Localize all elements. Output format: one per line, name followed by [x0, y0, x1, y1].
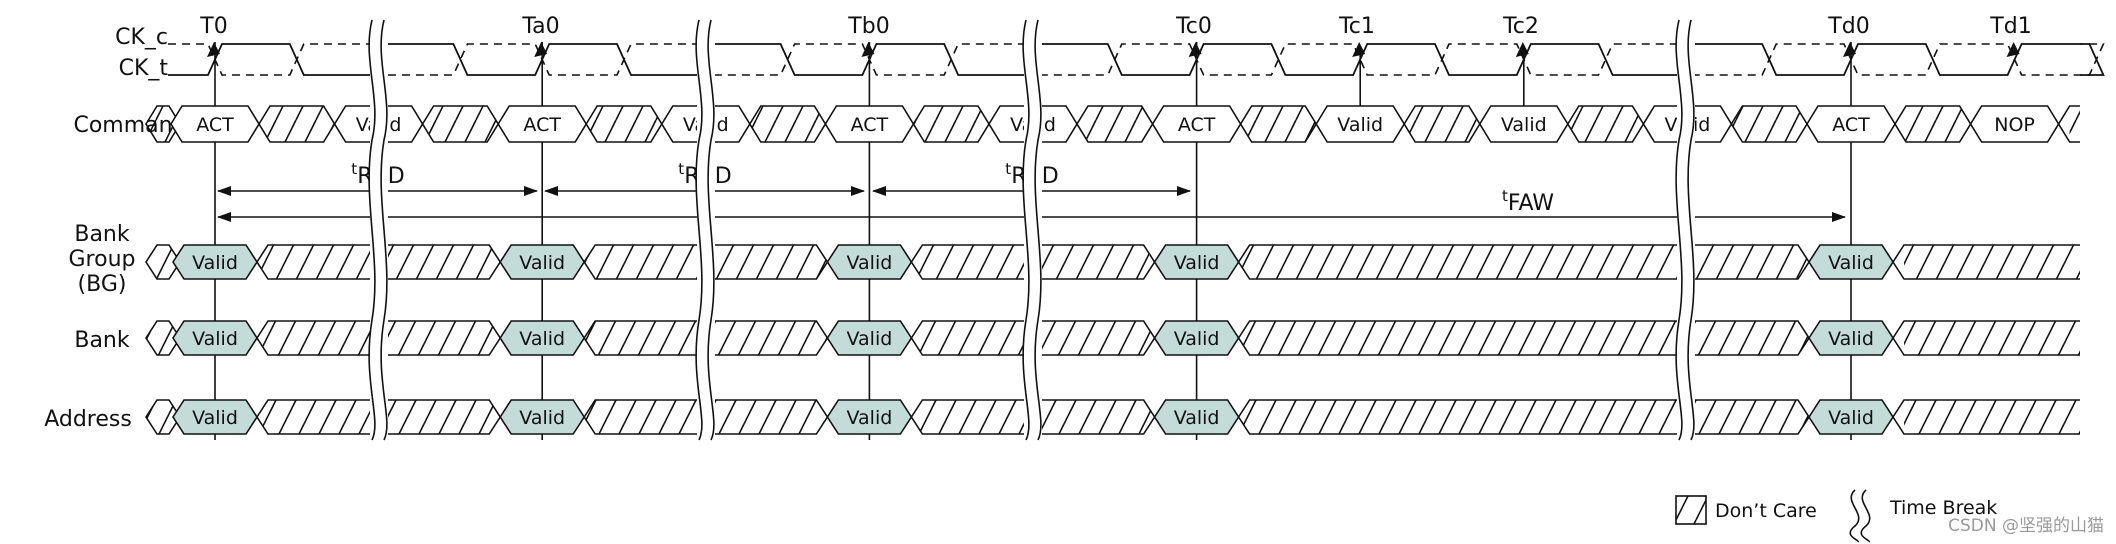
label-bank: Bank: [74, 328, 130, 353]
time-label-td0: Td0: [1827, 14, 1869, 39]
clock-edge-arrow-icon: [1843, 42, 1856, 57]
cell-label: Valid: [1174, 407, 1220, 429]
bank-group-bus: Valid Valid Valid Valid Valid: [145, 244, 2080, 280]
svg-text:tFAW: tFAW: [1502, 187, 1554, 216]
time-label-tc0: Tc0: [1175, 14, 1212, 39]
cell-label: Valid: [192, 328, 238, 350]
clock-edge-arrow-icon: [1188, 42, 1202, 57]
cell-label: ACT: [1178, 114, 1216, 136]
dont-care-cell: [1237, 399, 1810, 435]
label-ck-t: CK_t: [119, 56, 169, 81]
label-ck-c: CK_c: [115, 25, 168, 50]
label-address: Address: [44, 407, 132, 432]
cell-label: Valid: [1828, 252, 1874, 274]
legend: Don’t Care Time Break: [1675, 489, 1997, 543]
cell-label: Valid: [1174, 252, 1220, 274]
cell-label: ACT: [851, 114, 889, 136]
cell-label: ACT: [523, 114, 561, 136]
command-bus: ACTValidACTValidACTValidACTValidValidVal…: [145, 105, 2080, 143]
dont-care-cell: [421, 105, 500, 143]
dont-care-cell: [1237, 320, 1810, 356]
time-break-icon: [368, 19, 388, 441]
watermark: CSDN @坚强的山猫: [1948, 516, 2104, 536]
legend-time-break: Time Break: [1889, 497, 1997, 519]
cell-label: Valid: [847, 407, 893, 429]
time-label-t0: T0: [199, 14, 227, 39]
dont-care-cell: [748, 105, 827, 143]
clock-edge-arrow-icon: [207, 42, 220, 57]
time-break-icon: [1849, 489, 1871, 543]
cell-label: Valid: [1501, 114, 1547, 136]
cell-label: Valid: [1828, 328, 1874, 350]
dont-care-cell: [1239, 105, 1318, 143]
clock-edge-arrow-icon: [2006, 42, 2020, 57]
dont-care-cell: [1730, 105, 1808, 143]
dont-care-cell: [1076, 105, 1154, 143]
dont-care-cell: [585, 105, 663, 143]
trrd-1-prefix: t: [351, 160, 357, 178]
cell-label: Valid: [192, 407, 238, 429]
cell-label: Valid: [192, 252, 238, 274]
clock-edge-arrow-icon: [1515, 42, 1529, 57]
dont-care-cell: [1566, 105, 1645, 143]
dont-care-cell: [912, 105, 990, 143]
time-breaks: [368, 19, 1695, 441]
cell-label: Valid: [519, 407, 565, 429]
clock-waveforms: [168, 42, 2105, 76]
cell-label: Valid: [519, 328, 565, 350]
label-bank-group-3: (BG): [78, 272, 127, 297]
cell-label: Valid: [847, 328, 893, 350]
clock-edge-arrow-icon: [1352, 42, 1366, 57]
time-break-icon: [1022, 19, 1042, 441]
dont-care-cell: [1403, 105, 1481, 143]
time-label-tc2: Tc2: [1502, 14, 1539, 39]
time-label-td1: Td1: [1989, 14, 2031, 39]
time-break-icon: [1675, 19, 1695, 441]
clock-edge-arrow-icon: [861, 42, 875, 57]
trrd-3-prefix: t: [1005, 160, 1011, 178]
ck-c-wave: [168, 43, 2105, 76]
time-break-icon: [695, 19, 715, 441]
cell-label: Valid: [1174, 328, 1220, 350]
ck-t-wave: [168, 43, 2105, 76]
cell-label: ACT: [1832, 114, 1870, 136]
address-bus: Valid Valid Valid Valid Valid: [145, 399, 2080, 435]
dont-care-cell: [258, 105, 336, 143]
cell-label: Valid: [847, 252, 893, 274]
cell-label: ACT: [196, 114, 234, 136]
cell-label: Valid: [1828, 407, 1874, 429]
cell-label: Valid: [1337, 114, 1383, 136]
legend-dont-care: Don’t Care: [1715, 500, 1817, 522]
time-label-ta0: Ta0: [521, 14, 559, 39]
dont-care-cell: [1237, 244, 1810, 280]
cell-label: NOP: [1994, 114, 2035, 136]
tfaw-name: FAW: [1508, 191, 1554, 216]
clock-edge-arrow-icon: [534, 42, 548, 57]
label-bank-group-2: Group: [69, 247, 136, 272]
label-bank-group-1: Bank: [74, 222, 130, 247]
dont-care-swatch-icon: [1675, 495, 1707, 525]
cell-label: Valid: [519, 252, 565, 274]
trrd-2-prefix: t: [678, 160, 684, 178]
time-label-tc1: Tc1: [1338, 14, 1375, 39]
dont-care-cell: [1894, 105, 1972, 143]
bank-bus: Valid Valid Valid Valid Valid: [145, 320, 2080, 356]
tfaw-prefix: t: [1502, 187, 1508, 205]
time-label-tb0: Tb0: [847, 14, 889, 39]
